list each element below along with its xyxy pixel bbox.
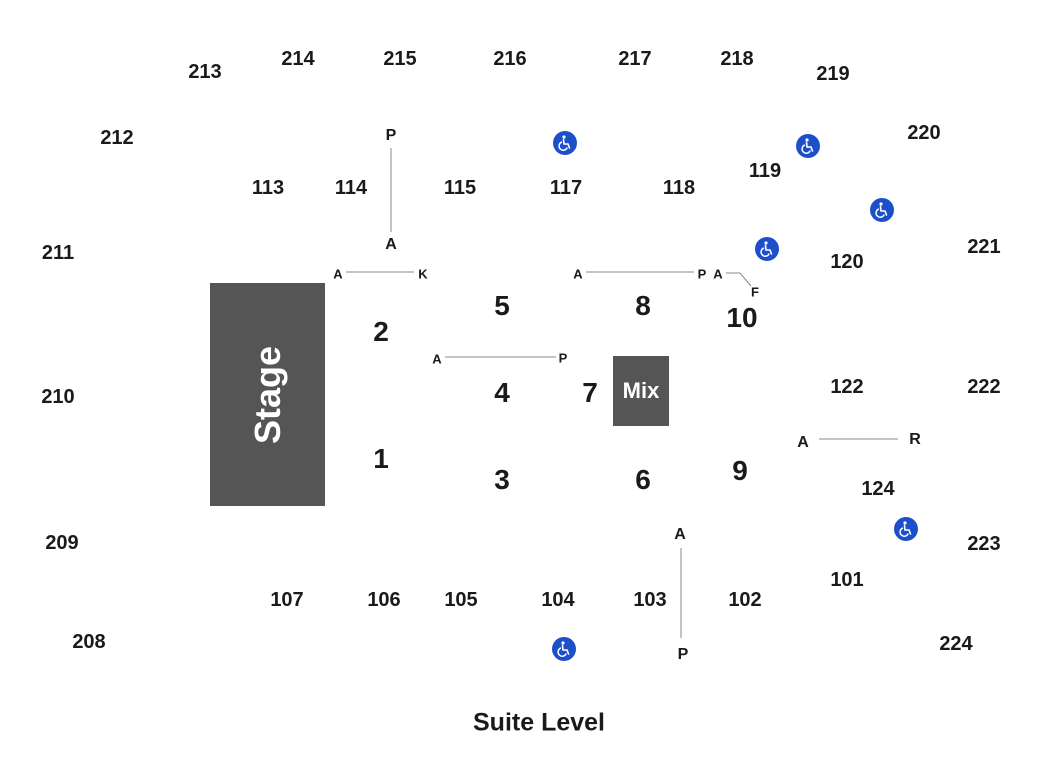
section-215[interactable]: 215 xyxy=(383,48,417,70)
section-107[interactable]: 107 xyxy=(270,589,304,611)
section-220[interactable]: 220 xyxy=(907,122,941,144)
section-222[interactable]: 222 xyxy=(967,376,1001,398)
row-marker: A xyxy=(385,236,397,253)
mix-position[interactable]: Mix xyxy=(613,356,669,426)
row-marker: R xyxy=(909,431,921,448)
section-119[interactable]: 119 xyxy=(748,160,782,182)
section-209[interactable]: 209 xyxy=(45,532,79,554)
floor-section-2[interactable]: 2 xyxy=(373,316,389,347)
section-212[interactable]: 212 xyxy=(100,127,134,149)
section-219[interactable]: 219 xyxy=(816,63,850,85)
section-120[interactable]: 120 xyxy=(830,251,864,273)
mix-label: Mix xyxy=(622,378,660,403)
section-216[interactable]: 216 xyxy=(493,48,527,70)
floor-section-9[interactable]: 9 xyxy=(732,455,748,486)
floor-section-8[interactable]: 8 xyxy=(635,290,651,321)
floor-section-3[interactable]: 3 xyxy=(494,464,510,495)
stage[interactable]: Stage xyxy=(210,283,325,506)
row-marker: A xyxy=(333,266,343,282)
section-114[interactable]: 114 xyxy=(334,177,368,199)
floor-section-7[interactable]: 7 xyxy=(582,377,598,408)
row-marker: A xyxy=(674,526,686,543)
section-102[interactable]: 102 xyxy=(728,589,762,611)
floor-section-10[interactable]: 10 xyxy=(726,302,758,333)
section-117[interactable]: 117 xyxy=(549,177,583,199)
floor-section-5[interactable]: 5 xyxy=(494,290,510,321)
section-210[interactable]: 210 xyxy=(41,386,75,408)
row-marker: K xyxy=(418,266,428,282)
section-101[interactable]: 101 xyxy=(830,569,864,591)
section-208[interactable]: 208 xyxy=(72,631,106,653)
level-title: Suite Level xyxy=(473,708,605,737)
wheelchair-icon[interactable] xyxy=(870,198,894,222)
section-223[interactable]: 223 xyxy=(967,533,1001,555)
row-marker: A xyxy=(432,351,442,367)
wheelchair-icon[interactable] xyxy=(552,637,576,661)
floor-section-4[interactable]: 4 xyxy=(494,377,510,408)
row-marker: P xyxy=(677,646,689,663)
section-213[interactable]: 213 xyxy=(188,61,222,83)
section-211[interactable]: 211 xyxy=(41,242,75,264)
row-marker: P xyxy=(697,266,707,282)
section-103[interactable]: 103 xyxy=(633,589,667,611)
row-marker: F xyxy=(751,284,759,300)
section-118[interactable]: 118 xyxy=(662,177,696,199)
wheelchair-icon[interactable] xyxy=(894,517,918,541)
section-104[interactable]: 104 xyxy=(541,589,575,611)
section-105[interactable]: 105 xyxy=(444,589,478,611)
row-marker: P xyxy=(558,350,568,366)
wheelchair-icon[interactable] xyxy=(796,134,820,158)
stage-label: Stage xyxy=(246,345,288,444)
wheelchair-icon[interactable] xyxy=(553,131,577,155)
floor-section-6[interactable]: 6 xyxy=(635,464,651,495)
section-218[interactable]: 218 xyxy=(720,48,754,70)
section-115[interactable]: 115 xyxy=(443,177,477,199)
row-marker: A xyxy=(573,266,583,282)
section-124[interactable]: 124 xyxy=(861,478,895,500)
section-224[interactable]: 224 xyxy=(939,633,973,655)
floor-section-1[interactable]: 1 xyxy=(373,443,389,474)
section-217[interactable]: 217 xyxy=(618,48,652,70)
section-106[interactable]: 106 xyxy=(367,589,401,611)
row-marker: A xyxy=(713,266,723,282)
section-214[interactable]: 214 xyxy=(281,48,315,70)
row-marker: A xyxy=(797,434,809,451)
section-122[interactable]: 122 xyxy=(830,376,864,398)
section-113[interactable]: 113 xyxy=(251,177,285,199)
row-marker: P xyxy=(385,127,397,144)
wheelchair-icon[interactable] xyxy=(755,237,779,261)
section-221[interactable]: 221 xyxy=(967,236,1001,258)
